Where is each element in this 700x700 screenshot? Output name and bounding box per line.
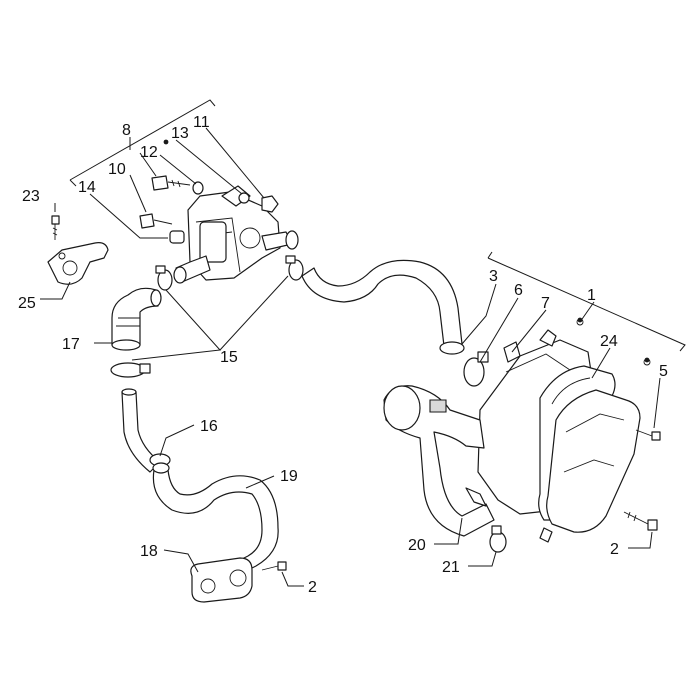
callout-8: 8 [122, 122, 131, 139]
callout-11: 11 [193, 114, 210, 131]
callout-7: 7 [541, 295, 550, 312]
hose-19 [152, 462, 279, 575]
screw-10b [139, 213, 173, 229]
callout-2-lower: 2 [308, 579, 317, 596]
callout-2-right: 2 [610, 541, 619, 558]
callout-12: 12 [140, 144, 158, 161]
callout-21: 21 [442, 559, 460, 576]
callout-16: 16 [200, 418, 218, 435]
hose-20 [383, 385, 495, 537]
callout-15: 15 [220, 349, 238, 366]
secondary-air-box [477, 318, 651, 543]
bolt-23 [51, 215, 60, 240]
leader-lines [40, 127, 661, 587]
callout-17: 17 [62, 336, 80, 353]
screw-5 [635, 429, 661, 441]
flange-gasket-25 [47, 242, 109, 285]
callout-23: 23 [22, 188, 40, 205]
connecting-hose [301, 259, 465, 355]
bolt-2a [261, 561, 287, 571]
flange-gasket-18 [190, 557, 253, 603]
reed-valve-housing [173, 185, 299, 284]
assembly-bracket-1 [487, 251, 686, 352]
hose-clamp-15c [110, 362, 151, 378]
assembly-bracket-8 [69, 99, 216, 187]
callout-25: 25 [18, 295, 36, 312]
nut-11 [261, 195, 279, 213]
bolt-13 [238, 192, 250, 204]
hose-clamp-15a [155, 265, 173, 291]
hose-clamp-15b [285, 255, 304, 281]
callout-6: 6 [514, 282, 523, 299]
callout-5: 5 [659, 363, 668, 380]
elbow-hose-17 [111, 287, 162, 351]
callout-10: 10 [108, 161, 126, 178]
callout-labels: 8 12 13 11 10 14 23 25 17 15 16 19 18 2 … [18, 114, 668, 596]
callout-14: 14 [78, 179, 96, 196]
callout-20: 20 [408, 537, 426, 554]
callout-18: 18 [140, 543, 158, 560]
washer-12 [192, 181, 204, 195]
callout-24: 24 [600, 333, 618, 350]
metal-pipe-16 [121, 388, 171, 473]
callout-3: 3 [489, 268, 498, 285]
callout-13: 13 [171, 125, 189, 142]
callout-19: 19 [280, 468, 298, 485]
spacer-14 [169, 230, 185, 244]
hose-clamp-21 [489, 525, 507, 553]
screw-10a [151, 175, 191, 191]
hose-clamp-6 [463, 351, 489, 387]
screw-2b [623, 511, 658, 531]
callout-1: 1 [587, 287, 596, 304]
